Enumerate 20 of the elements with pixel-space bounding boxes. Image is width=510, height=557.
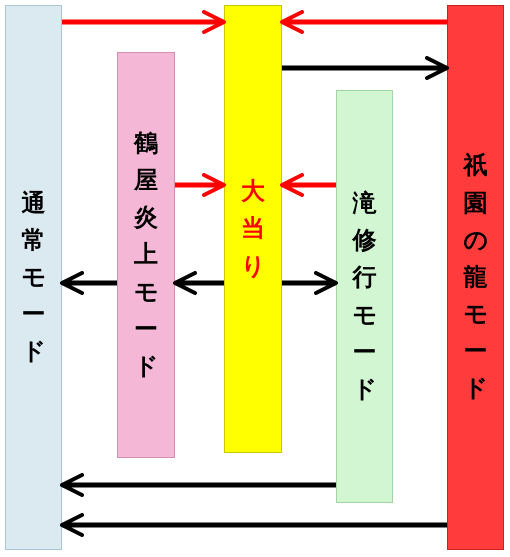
arrow [282,56,449,80]
mode-label: 鶴屋炎上モード [134,128,158,382]
arrow [175,173,226,197]
arrow [280,10,447,34]
mode-column [336,90,393,503]
arrow [280,173,336,197]
mode-label: 通常モード [22,188,46,368]
mode-column [5,5,62,550]
arrow [60,513,447,537]
jackpot-column [224,5,282,453]
arrow [62,10,226,34]
arrow [60,271,117,295]
mode-column [447,5,504,550]
mode-label: 祇園の龍モード [464,150,488,404]
mode-label: 滝修行モード [352,188,376,405]
arrow [282,271,338,295]
arrow [173,271,224,295]
mode-column [117,52,175,458]
arrow [60,473,336,497]
mode-label: 大当り [241,176,265,282]
